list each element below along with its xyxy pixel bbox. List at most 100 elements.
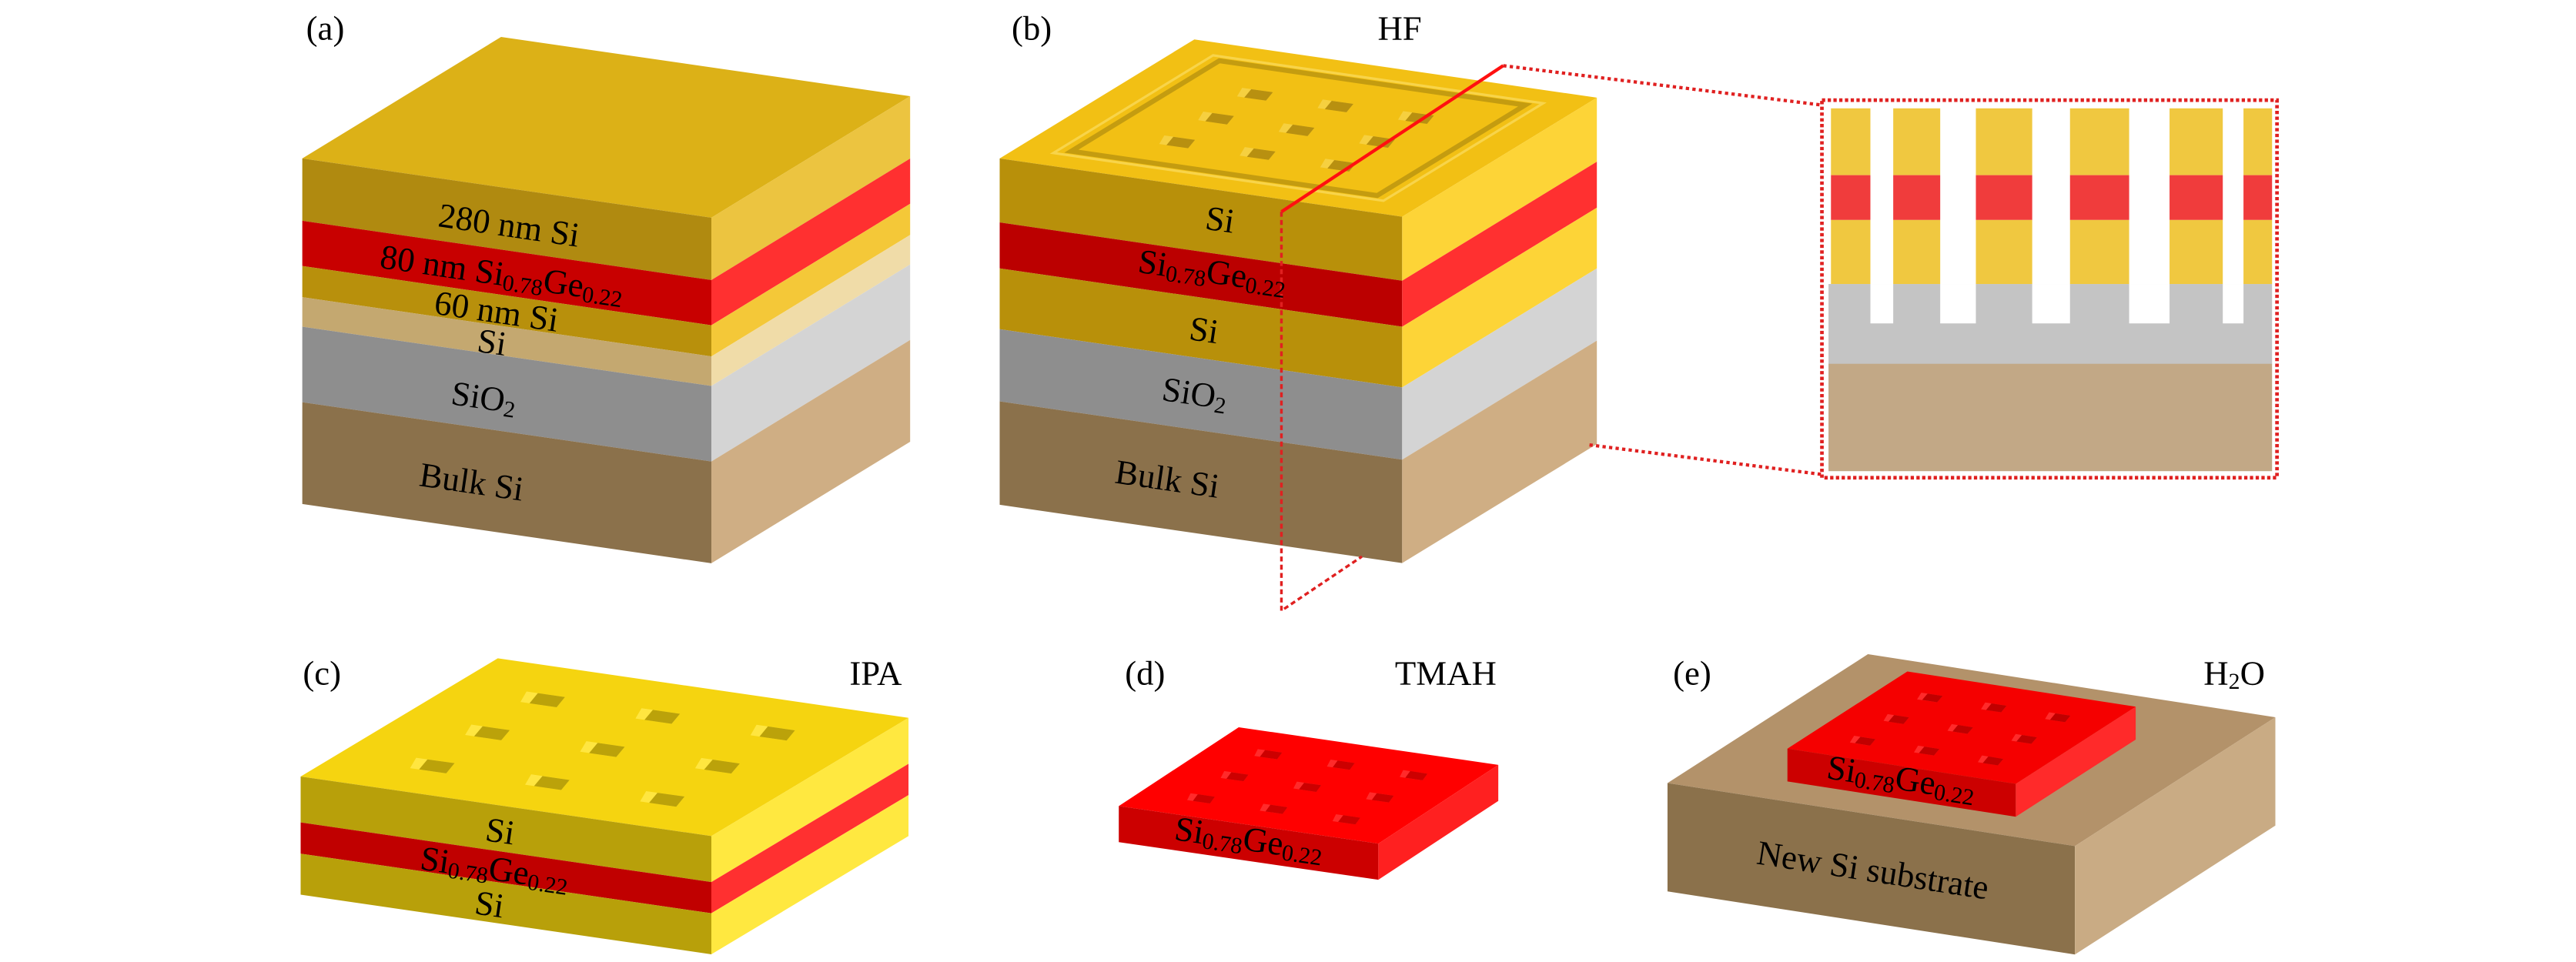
panel-d-membrane-hole (1260, 750, 1283, 760)
panel-c-stack-hole (419, 759, 455, 773)
panel-d-membrane-sige-side (1378, 764, 1499, 880)
panel-e-membrane-hole (1922, 693, 1943, 703)
sige-si: Si (473, 251, 507, 293)
panel-b-label: (b) (1012, 8, 1052, 47)
panel-b-stack-sio2-side (1402, 268, 1597, 460)
sige-si-sub: 0.78 (447, 857, 490, 888)
reagent-hf: HF (1377, 8, 1421, 47)
inset-pillar-si-top (2243, 108, 2273, 175)
layer-label-si-bottom: Si (473, 883, 507, 925)
panel-b-stack-sige-side (1402, 162, 1597, 327)
panel-a-stack-sige-80nm-front (302, 220, 711, 326)
sige-si: Si (1173, 809, 1206, 851)
panel-d-membrane-hole (1265, 804, 1288, 814)
inset-outline (1820, 98, 2279, 480)
sige-si: Si (1136, 242, 1169, 284)
panel-e-membrane-hole (1888, 715, 1909, 724)
sige-si-sub: 0.78 (1164, 260, 1207, 291)
layer-label-sige: Si0.78Ge0.22 (418, 839, 572, 900)
cross-section-inset (1828, 108, 2273, 472)
inset-pillar-si-bottom (2243, 219, 2273, 285)
inset-pillar-sige (2243, 175, 2273, 220)
inset-pillar-si-top (2069, 108, 2129, 175)
panel-a-stack-bulk-si-front (302, 402, 711, 563)
panel-a-stack-si-280nm-side (711, 96, 911, 280)
panel-d-membrane-hole (1226, 772, 1249, 782)
inset-pillar-si-bottom (2170, 219, 2223, 285)
zoom-connector-bottom (1589, 443, 1822, 476)
layer-label-sio2: SiO2 (1159, 369, 1229, 419)
panel-c-stack-si-top-side (711, 717, 909, 883)
panel-c-stack-hole (534, 776, 570, 790)
panel-a-stack-sige-80nm-side (711, 159, 911, 326)
panel-d-membrane (1119, 727, 1499, 880)
panel-c-stack-hole (529, 693, 565, 707)
panel-b-stack (999, 39, 1597, 563)
sige-ge-sub: 0.22 (526, 869, 569, 900)
panel-e-membrane-hole (1919, 747, 1940, 756)
inset-pillar-si-bottom (2069, 219, 2129, 285)
layer-label-sige: Si0.78Ge0.22 (1825, 748, 1979, 810)
panel-e-membrane-hole (1986, 703, 2007, 713)
cross-section-zoom (1280, 64, 2279, 613)
panel-e-label: (e) (1673, 654, 1711, 693)
zoom-connector-top (1503, 64, 1822, 107)
panel-b-stack-hole (1286, 124, 1315, 136)
panel-d-membrane-hole (1299, 783, 1322, 793)
sio2-base: SiO (1159, 369, 1218, 416)
panel-e-membrane-hole (1952, 724, 1973, 734)
panel-c-stack-hole (649, 793, 685, 807)
panel-b-stack-hole (1244, 89, 1273, 101)
sige-si: Si (418, 839, 452, 881)
sige-si-sub: 0.78 (1852, 767, 1896, 798)
panel-d-membrane-hole (1405, 770, 1428, 780)
panel-a-stack-sio2-front (302, 326, 711, 462)
sige-ge-sub: 0.22 (1243, 272, 1286, 302)
panel-b-stack-pattern-frame-highlight (1049, 54, 1547, 202)
inset-pillar-si-top (2170, 108, 2223, 175)
inset-pillar-si-top (1893, 108, 1941, 175)
sige-si: Si (1825, 748, 1859, 790)
inset-pillar-sige (2170, 175, 2223, 220)
layer-label-si-top: Si (483, 810, 517, 852)
panel-d-membrane-hole (1333, 760, 1355, 770)
panel-c-stack-hole (759, 726, 795, 741)
panel-a-stack-si-60nm-front (302, 266, 711, 357)
panel-b-stack-hole (1366, 136, 1395, 148)
panel-d-layer-labels: Si0.78Ge0.22 (1172, 809, 1326, 870)
panel-b-stack-bulk-si-front (999, 401, 1403, 563)
inset-pillar-si-bottom (1975, 219, 2032, 285)
panel-d-membrane-hole (1193, 793, 1216, 803)
sige-ge: Ge (1204, 252, 1250, 296)
panel-c-stack-si-bottom-front (300, 853, 711, 954)
panel-a-stack (302, 36, 911, 563)
inset-trench (2129, 284, 2170, 324)
panel-e-substrate-new-si-side (2075, 716, 2276, 955)
diagram-shapes (300, 36, 2279, 955)
panel-d-membrane-sige-front (1119, 806, 1379, 880)
panel-e-membrane-hole (1855, 737, 1876, 746)
panel-c-stack-si-top-front (300, 776, 711, 883)
sio2-sub: 2 (502, 396, 517, 423)
inset-trench (2032, 284, 2070, 324)
cut-plane-outline (1280, 212, 1363, 613)
panel-a-stack-si-thin-side (711, 235, 911, 386)
panel-b-stack-si-top-side (1402, 97, 1597, 281)
inset-pillar-si-bottom (1893, 219, 1941, 285)
sige-ge-sub: 0.22 (1932, 779, 1976, 810)
panel-e-membrane-hole (1982, 756, 2004, 766)
panel-a-stack-sio2-side (711, 264, 911, 462)
panel-e-membrane-sige-side (2016, 706, 2136, 817)
sige-ge: Ge (1240, 819, 1286, 863)
layer-label-sige: Si0.78Ge0.22 (1172, 809, 1326, 870)
sige-ge-sub: 0.22 (580, 282, 624, 312)
inset-pillar-sige (1893, 175, 1941, 220)
panel-b-stack-si-top-front (999, 158, 1403, 281)
panel-c-stack-hole (473, 726, 510, 740)
panel-b-stack-hole (1166, 136, 1196, 149)
panel-e-layer-labels: Si0.78Ge0.22 (1825, 748, 1979, 810)
sige-ge: Ge (1892, 758, 1938, 802)
panel-c-stack-sige-side (711, 763, 909, 914)
reagent-water: H2O (2203, 654, 2265, 694)
